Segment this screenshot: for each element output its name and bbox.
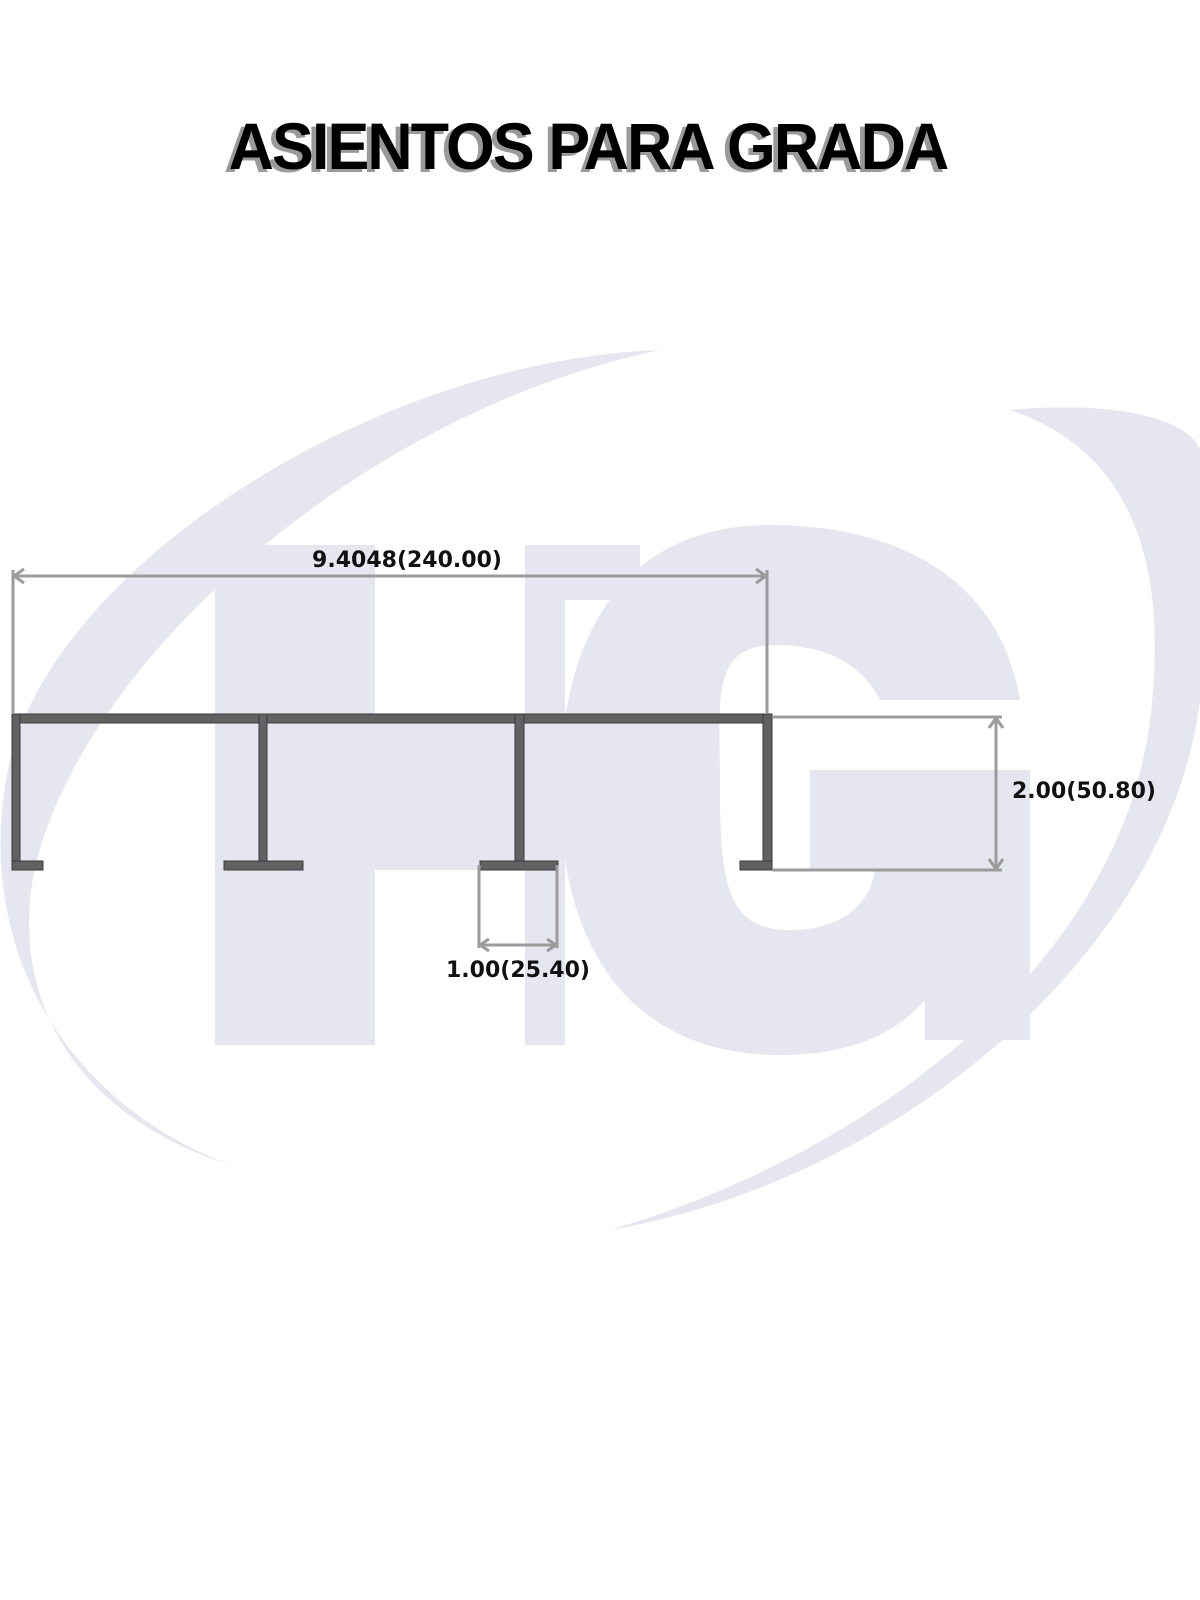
arrow-foot-left: [477, 937, 490, 953]
height-label: 2.00(50.80): [1012, 779, 1156, 804]
overall-width-label: 9.4048(240.00): [312, 548, 502, 573]
watermark-letter-h: [215, 545, 640, 1045]
page-title: ASIENTOS PARA GRADA: [228, 109, 950, 183]
foot-left: [11, 860, 44, 871]
web-left: [11, 713, 21, 871]
watermark-swoosh-left: [0, 350, 661, 1165]
aluminum-profile: [11, 713, 773, 871]
arrow-foot-right: [546, 937, 559, 953]
foot-2: [223, 860, 304, 871]
foot-width-label: 1.00(25.40): [446, 958, 590, 983]
arrow-up: [987, 715, 1005, 729]
watermark-logo: [0, 350, 1200, 1231]
watermark-letter-g: [560, 525, 1030, 1055]
web-2: [258, 713, 268, 865]
watermark-swoosh-right: [610, 407, 1200, 1231]
web-right: [762, 713, 773, 871]
arrow-left: [11, 567, 25, 585]
arrow-right: [755, 567, 769, 585]
top-flange: [11, 713, 773, 724]
arrow-down: [987, 858, 1005, 872]
web-3: [514, 713, 525, 865]
dimension-lines: [11, 567, 1005, 953]
foot-3: [479, 860, 559, 871]
foot-right: [739, 860, 773, 871]
